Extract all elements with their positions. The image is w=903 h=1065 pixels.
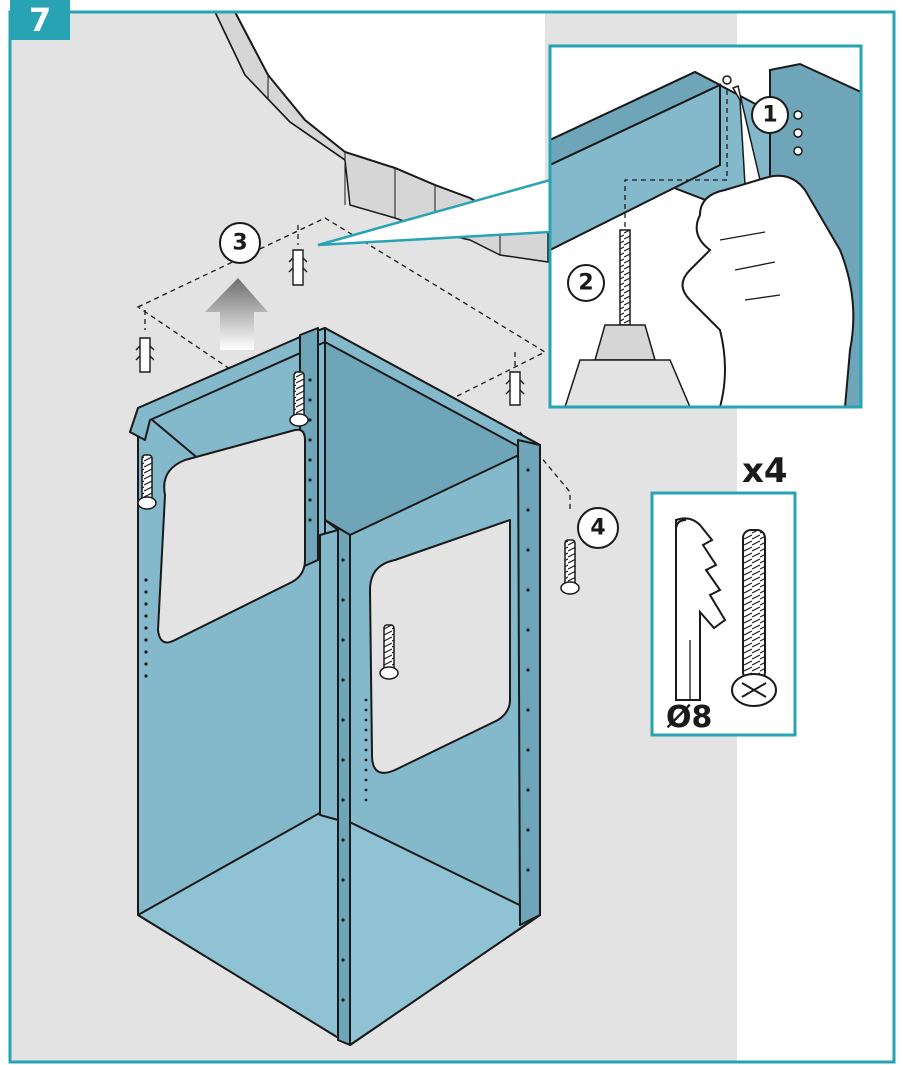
callout-4: 4 — [577, 507, 619, 549]
detail-inset: 1 2 — [548, 44, 863, 409]
wall-plug-icon — [505, 371, 525, 406]
step-frame: 7 — [8, 0, 896, 1064]
hand-icon — [681, 84, 855, 407]
plug-diameter-label: Ø8 — [666, 700, 712, 735]
parts-box: x4 Ø8 — [650, 451, 797, 737]
parts-quantity: x4 — [742, 451, 788, 491]
callout-2: 2 — [567, 264, 605, 302]
screw-icon — [137, 454, 157, 510]
callout-2-label: 2 — [578, 271, 593, 296]
callout-4-label: 4 — [590, 516, 605, 541]
step-badge — [10, 0, 70, 40]
screw-icon — [379, 624, 399, 680]
drill-icon — [564, 229, 691, 407]
wall-plug-icon — [288, 249, 308, 286]
screw-icon — [289, 371, 309, 427]
wall-plugs-ceiling — [135, 249, 525, 406]
callout-1-label: 1 — [762, 103, 777, 128]
upward-arrow-icon — [205, 278, 268, 350]
callout-3-label: 3 — [232, 231, 247, 256]
screws-installed — [137, 371, 580, 680]
callout-3: 3 — [219, 222, 261, 264]
cabinet-frame — [129, 327, 541, 1046]
screw-icon — [731, 529, 777, 707]
step-number: 7 — [29, 1, 51, 39]
perforation-rows — [144, 378, 530, 1002]
screw-icon — [560, 539, 580, 595]
wall-plug-icon — [135, 337, 155, 373]
callout-1: 1 — [751, 96, 789, 134]
wall-plug-icon — [675, 517, 727, 701]
